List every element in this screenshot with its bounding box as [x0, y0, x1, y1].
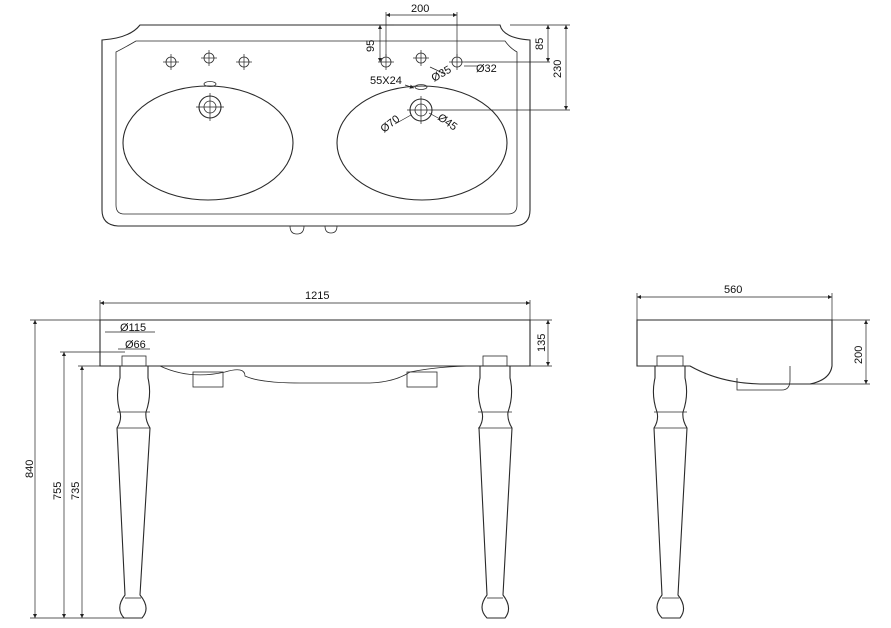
dim-tap-hole-32: Ø32 — [476, 63, 497, 75]
dim-width: 1215 — [305, 290, 329, 302]
left-waste — [196, 81, 224, 121]
front-right-waste — [406, 371, 438, 388]
dim-waste-70: Ø70 — [378, 113, 402, 135]
dim-height-735: 735 — [70, 482, 82, 500]
left-bowl — [122, 85, 294, 201]
dim-basin-height: 135 — [536, 334, 548, 352]
left-tap-holes — [163, 50, 252, 70]
side-view: 560 200 — [636, 284, 870, 619]
front-view: 1215 Ø115 Ø66 135 840 755 735 — [24, 290, 552, 619]
front-left-leg — [116, 365, 151, 619]
dim-side-height: 200 — [853, 346, 865, 364]
dim-tap-from-back: 95 — [365, 40, 377, 52]
dim-waste-from-back: 230 — [552, 60, 564, 78]
right-bowl — [336, 85, 508, 201]
dim-back-edge: 85 — [534, 38, 546, 50]
front-basin — [99, 319, 531, 367]
dim-leg-top-115: Ø115 — [120, 322, 146, 334]
side-leg — [652, 365, 688, 619]
dim-leg-top-66: Ø66 — [125, 339, 146, 351]
dim-tap-hole-35: Ø35 — [430, 64, 454, 85]
plan-outer-outline — [101, 24, 531, 227]
front-left-waste — [192, 371, 224, 388]
right-waste — [407, 84, 435, 124]
dim-total-height: 840 — [24, 460, 36, 478]
front-right-leg — [477, 365, 513, 619]
dim-overflow-slot: 55X24 — [370, 75, 402, 87]
dim-tap-spacing: 200 — [411, 3, 429, 15]
side-basin — [636, 319, 833, 385]
plan-inner-rim — [115, 40, 518, 215]
right-tap-holes — [378, 50, 465, 70]
dim-waste-45: Ø45 — [435, 112, 459, 134]
dim-depth: 560 — [724, 284, 742, 296]
plan-view: 200 95 85 230 Ø35 Ø32 55X24 Ø70 Ø45 — [101, 3, 570, 235]
dim-height-755: 755 — [52, 482, 64, 500]
